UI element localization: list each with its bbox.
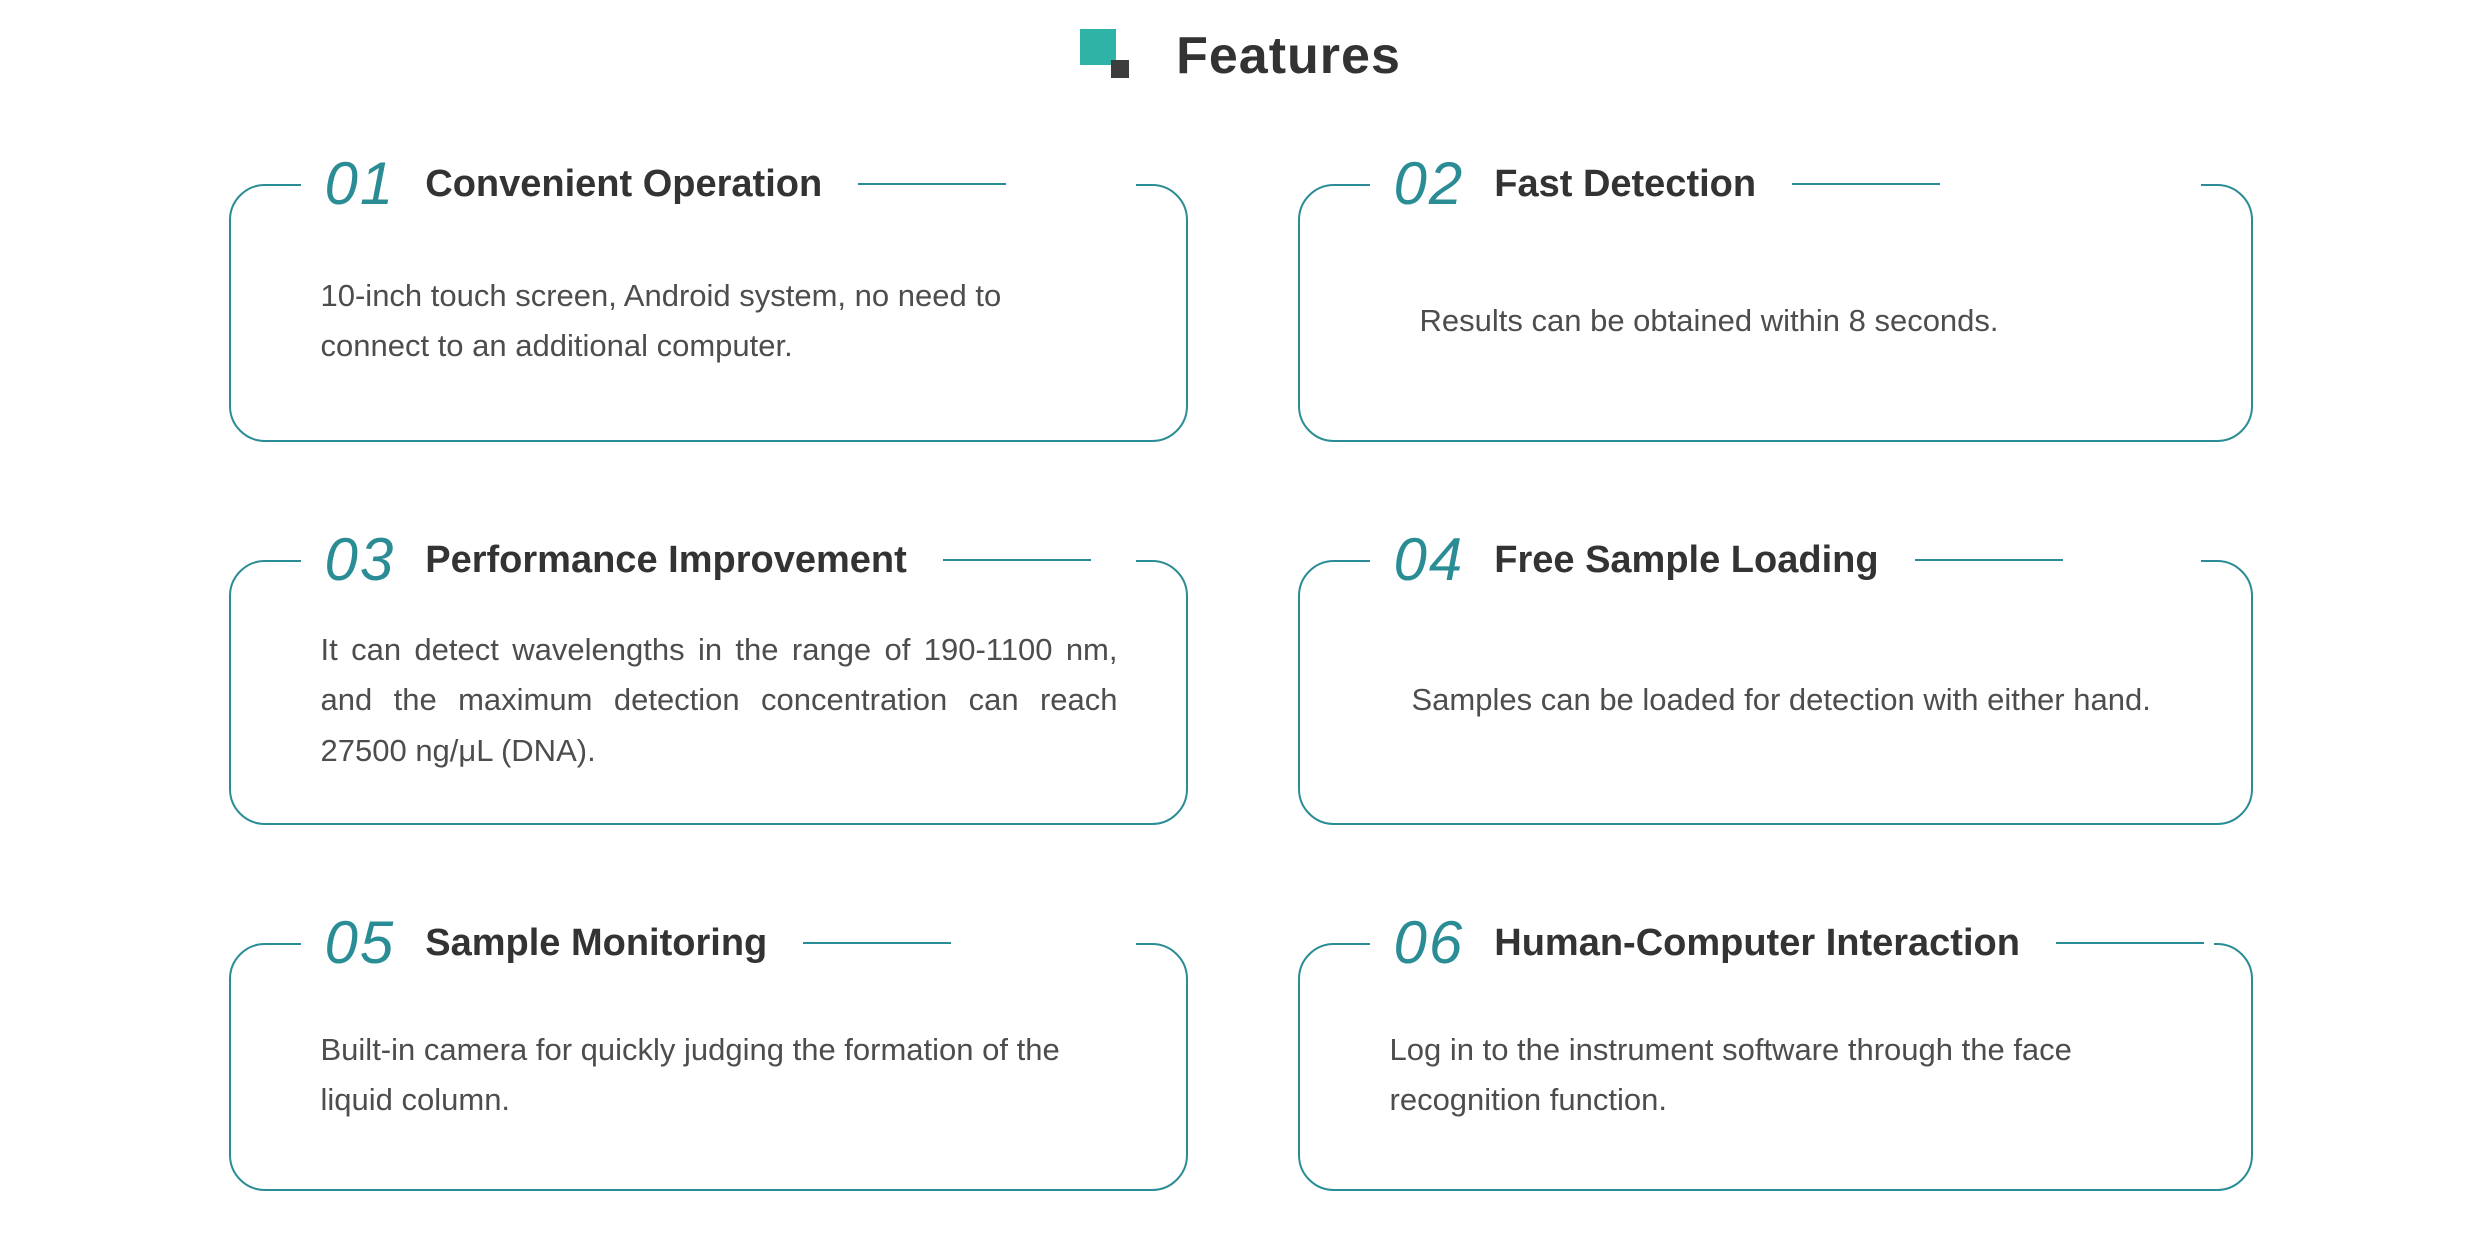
features-squares-icon	[1080, 29, 1134, 83]
card-number: 06	[1393, 909, 1465, 976]
card-description: Results can be obtained within 8 seconds…	[1419, 302, 1999, 338]
card-title: Performance Improvement	[425, 538, 907, 581]
legend-dash-line	[858, 183, 1007, 185]
card-description: Samples can be loaded for detection with…	[1411, 682, 2151, 718]
features-header: Features	[0, 0, 2481, 86]
feature-card-03: 03 Performance Improvement It can detect…	[228, 530, 1188, 825]
card-description: Built-in camera for quickly judging the …	[320, 1031, 1060, 1117]
card-title: Convenient Operation	[425, 162, 823, 205]
teal-square-icon	[1080, 29, 1117, 65]
legend-dash-line	[1914, 559, 2063, 561]
legend-dash-line	[2055, 942, 2204, 944]
card-legend: 03 Performance Improvement	[300, 526, 1101, 593]
card-title: Free Sample Loading	[1494, 538, 1879, 581]
legend-dash-line	[942, 559, 1091, 561]
feature-card-06: 06 Human-Computer Interaction Log in to …	[1297, 913, 2253, 1191]
card-number: 03	[324, 526, 396, 593]
card-description: Log in to the instrument software throug…	[1389, 1031, 2072, 1117]
card-title: Fast Detection	[1494, 162, 1757, 205]
card-description: 10-inch touch screen, Android system, no…	[320, 277, 1002, 363]
feature-card-05: 05 Sample Monitoring Built-in camera for…	[228, 913, 1188, 1191]
page-title: Features	[1176, 27, 1401, 85]
card-legend: 04 Free Sample Loading	[1369, 526, 2073, 593]
feature-card-04: 04 Free Sample Loading Samples can be lo…	[1297, 530, 2253, 825]
card-legend: 02 Fast Detection	[1369, 150, 1951, 217]
card-title: Sample Monitoring	[425, 921, 768, 964]
card-number: 01	[324, 150, 396, 217]
card-description: It can detect wavelengths in the range o…	[320, 632, 1118, 768]
card-legend: 05 Sample Monitoring	[300, 909, 962, 976]
card-title: Human-Computer Interaction	[1494, 921, 2020, 964]
features-grid: 01 Convenient Operation 10-inch touch sc…	[228, 154, 2253, 1191]
card-number: 02	[1393, 150, 1465, 217]
legend-dash-line	[803, 942, 952, 944]
dark-square-icon	[1111, 60, 1130, 78]
card-legend: 01 Convenient Operation	[300, 150, 1017, 217]
card-legend: 06 Human-Computer Interaction	[1369, 909, 2214, 976]
card-number: 04	[1393, 526, 1465, 593]
feature-card-02: 02 Fast Detection Results can be obtaine…	[1297, 154, 2253, 442]
card-number: 05	[324, 909, 396, 976]
feature-card-01: 01 Convenient Operation 10-inch touch sc…	[228, 154, 1188, 442]
legend-dash-line	[1792, 183, 1941, 185]
